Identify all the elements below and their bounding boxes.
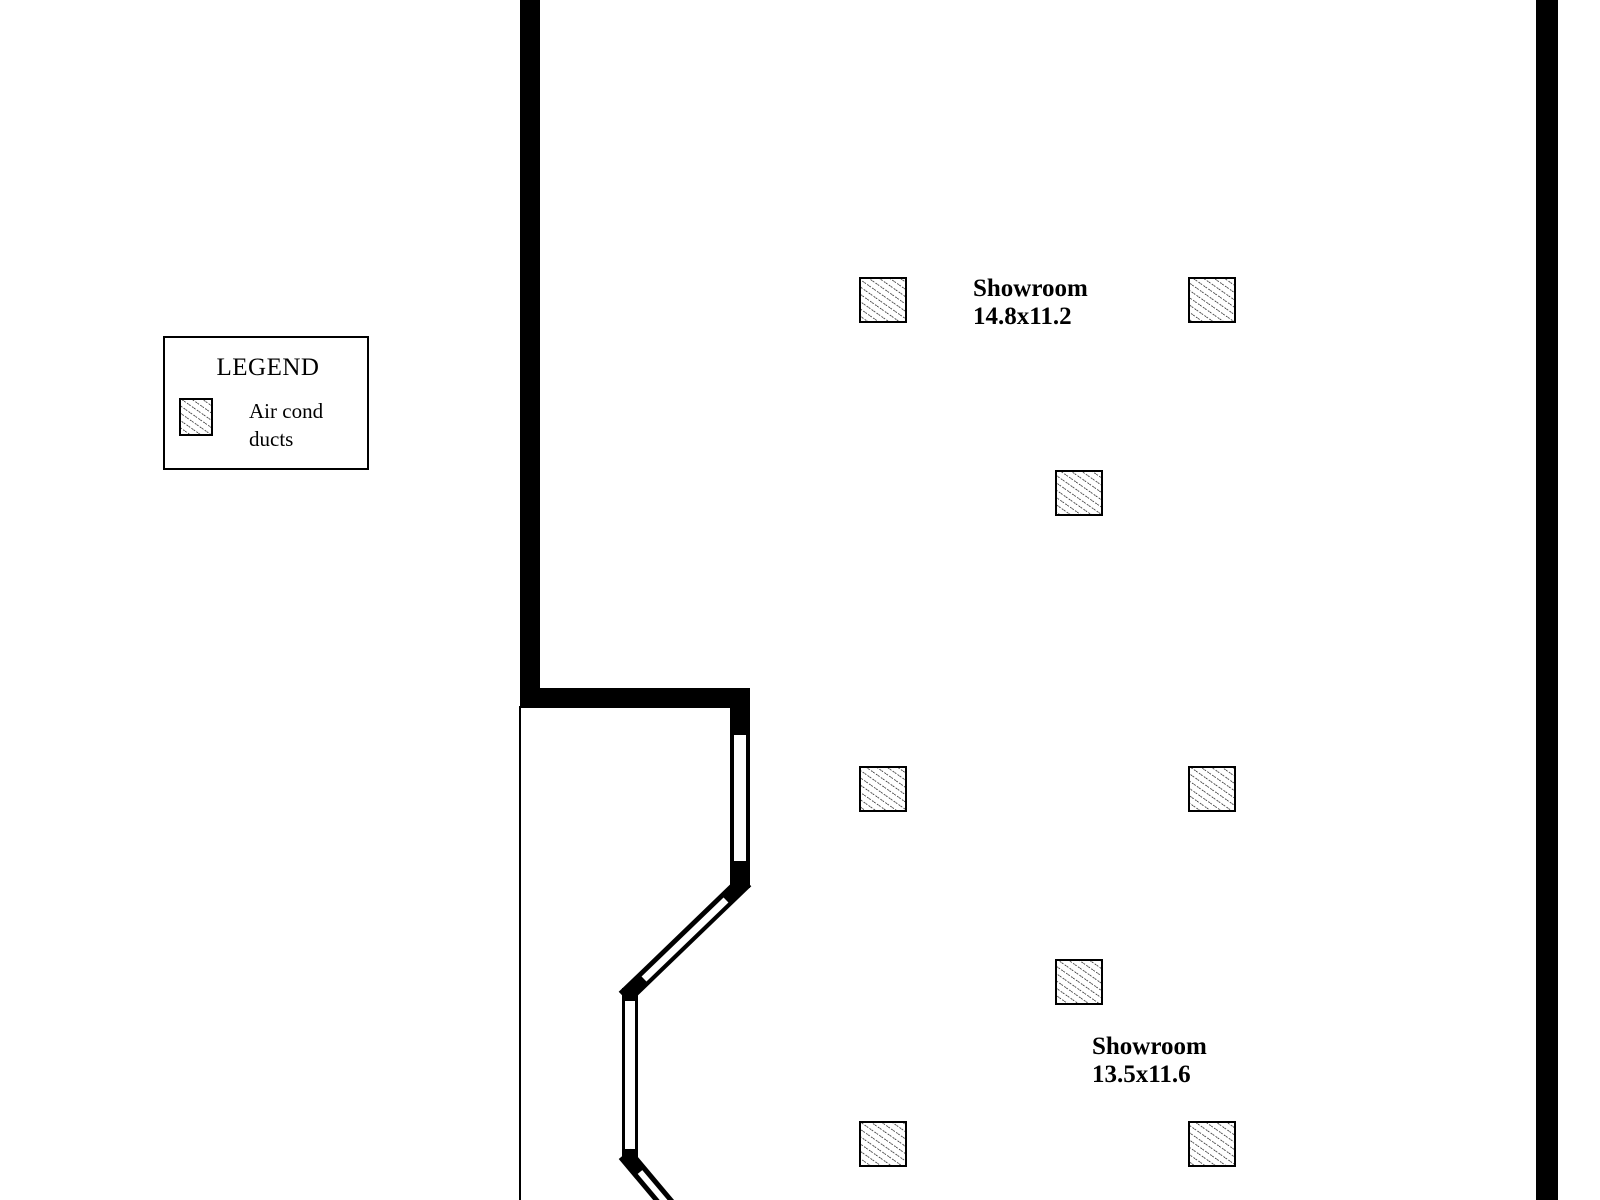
legend-item-label-line1: Air cond (249, 399, 324, 423)
air-conditioning-duct-icon (859, 1121, 907, 1167)
room-label-showroom-upper: Showroom 14.8x11.2 (973, 275, 1088, 331)
wall-right (1536, 0, 1558, 1200)
window-bay-middle[interactable] (623, 999, 637, 1151)
air-conditioning-duct-icon (1188, 1121, 1236, 1167)
wall-bay-diagonal-lower (618, 1148, 675, 1200)
air-conditioning-duct-icon (1188, 277, 1236, 323)
room-name: Showroom (973, 275, 1088, 302)
air-conditioning-duct-icon (859, 766, 907, 812)
room-label-showroom-lower: Showroom 13.5x11.6 (1092, 1033, 1207, 1089)
window-bay-diagonal-lower[interactable] (637, 1170, 672, 1200)
room-dimensions: 14.8x11.2 (973, 303, 1072, 330)
air-conditioning-duct-icon (1188, 766, 1236, 812)
wall-left-lower (519, 706, 521, 1200)
air-conditioning-duct-icon (859, 277, 907, 323)
legend-item-label-line2: ducts (249, 427, 294, 451)
window-bay-diagonal-upper[interactable] (641, 897, 729, 982)
legend-title: LEGEND (216, 354, 320, 381)
legend: LEGEND Air cond ducts (163, 336, 369, 470)
legend-item-label: Air cond ducts (249, 397, 359, 453)
air-conditioning-duct-icon (1055, 959, 1103, 1005)
room-name: Showroom (1092, 1033, 1207, 1060)
wall-left-upper (520, 0, 540, 706)
room-dimensions: 13.5x11.6 (1092, 1061, 1191, 1088)
wall-horizontal-step (520, 688, 750, 708)
air-conditioning-duct-icon (1055, 470, 1103, 516)
window-bay-upper[interactable] (732, 733, 748, 863)
air-conditioning-duct-icon (179, 398, 213, 436)
